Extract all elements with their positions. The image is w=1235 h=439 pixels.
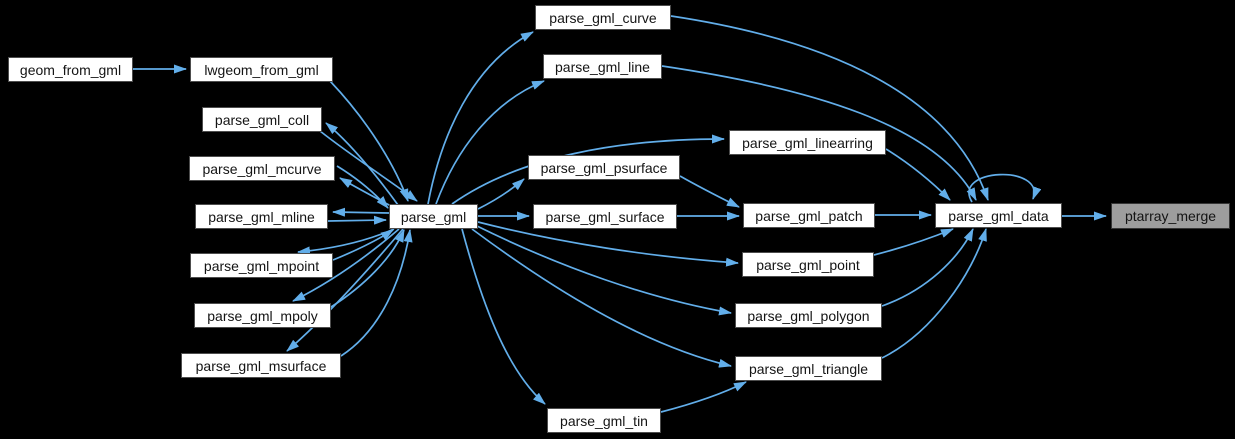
- edge-lwgeom_from_gml--parse_gml: [329, 80, 409, 202]
- edge-parse_gml--parse_gml_polygon: [476, 225, 732, 316]
- edge-parse_gml--parse_gml_mpoly: [292, 228, 400, 302]
- edge-parse_gml--parse_gml_linearring: [451, 134, 725, 205]
- node-label: parse_gml_line: [555, 58, 650, 75]
- node-ptarray_merge[interactable]: ptarray_merge: [1111, 203, 1230, 229]
- node-parse_gml_msurface[interactable]: parse_gml_msurface: [181, 353, 341, 378]
- edge-parse_gml_mcurve--parse_gml: [336, 165, 389, 209]
- edge-parse_gml_data--parse_gml_data: [968, 173, 1042, 203]
- node-label: parse_gml: [400, 208, 467, 225]
- node-label: parse_gml_mpoly: [207, 307, 318, 324]
- node-parse_gml_mpoly[interactable]: parse_gml_mpoly: [194, 303, 331, 328]
- node-parse_gml_surface[interactable]: parse_gml_surface: [533, 204, 677, 229]
- node-label: parse_gml_linearring: [742, 134, 873, 151]
- edge-parse_gml_coll--parse_gml: [319, 130, 418, 202]
- edge-parse_gml--parse_gml_psurface: [477, 178, 525, 210]
- edge-parse_gml--parse_gml_line: [435, 80, 545, 205]
- node-parse_gml_linearring[interactable]: parse_gml_linearring: [729, 130, 886, 155]
- node-parse_gml_psurface[interactable]: parse_gml_psurface: [528, 155, 680, 180]
- node-label: parse_gml_tin: [560, 412, 648, 429]
- edge-parse_gml_mpoint--parse_gml: [332, 229, 394, 261]
- edge-parse_gml--parse_gml_msurface: [286, 228, 404, 352]
- edge-parse_gml--parse_gml_tin: [461, 228, 546, 405]
- node-label: parse_gml_msurface: [195, 357, 327, 374]
- edge-parse_gml--parse_gml_triangle: [471, 228, 732, 368]
- node-label: parse_gml_curve: [549, 9, 657, 26]
- node-label: lwgeom_from_gml: [204, 61, 319, 78]
- edge-parse_gml--parse_gml_curve: [427, 31, 534, 205]
- node-geom_from_gml[interactable]: geom_from_gml: [8, 57, 133, 82]
- node-label: parse_gml_mcurve: [202, 160, 322, 177]
- node-parse_gml_coll[interactable]: parse_gml_coll: [202, 107, 322, 132]
- edge-parse_gml--parse_gml_coll: [325, 122, 399, 206]
- node-parse_gml_tin[interactable]: parse_gml_tin: [547, 408, 661, 433]
- node-label: parse_gml_psurface: [540, 159, 668, 176]
- node-parse_gml_mline[interactable]: parse_gml_mline: [195, 204, 328, 229]
- node-label: parse_gml_point: [756, 256, 860, 273]
- node-label: parse_gml_mpoint: [203, 257, 320, 274]
- node-parse_gml_line[interactable]: parse_gml_line: [543, 54, 662, 79]
- node-parse_gml_triangle[interactable]: parse_gml_triangle: [735, 356, 882, 381]
- node-label: parse_gml_patch: [755, 207, 863, 224]
- node-label: parse_gml_mline: [208, 208, 315, 225]
- node-label: parse_gml_coll: [214, 111, 310, 128]
- node-parse_gml_data[interactable]: parse_gml_data: [935, 203, 1062, 228]
- node-parse_gml_polygon[interactable]: parse_gml_polygon: [735, 303, 882, 328]
- node-label: ptarray_merge: [1124, 208, 1217, 224]
- edge-parse_gml_point--parse_gml_data: [873, 228, 954, 256]
- edge-parse_gml_linearring--parse_gml_data: [885, 148, 951, 201]
- node-lwgeom_from_gml[interactable]: lwgeom_from_gml: [190, 57, 333, 82]
- node-label: parse_gml_polygon: [747, 307, 870, 324]
- node-parse_gml_point[interactable]: parse_gml_point: [742, 252, 874, 277]
- node-label: geom_from_gml: [19, 61, 122, 78]
- edge-parse_gml_mpoly--parse_gml: [330, 229, 405, 308]
- node-parse_gml_curve[interactable]: parse_gml_curve: [535, 5, 671, 30]
- node-label: parse_gml_data: [948, 207, 1049, 224]
- edge-parse_gml--parse_gml_mline: [332, 207, 390, 217]
- edge-parse_gml_line--parse_gml_data: [661, 65, 977, 201]
- node-parse_gml[interactable]: parse_gml: [389, 204, 478, 229]
- edge-parse_gml_triangle--parse_gml_data: [881, 228, 987, 359]
- node-label: parse_gml_surface: [545, 208, 665, 225]
- edge-parse_gml_tin--parse_gml_triangle: [660, 381, 747, 413]
- edge-parse_gml--parse_gml_point: [477, 221, 739, 267]
- edge-parse_gml_curve--parse_gml_data: [670, 15, 989, 201]
- edge-parse_gml_polygon--parse_gml_data: [881, 228, 974, 307]
- edge-parse_gml_msurface--parse_gml: [340, 229, 413, 357]
- edge-parse_gml_psurface--parse_gml_patch: [679, 175, 740, 208]
- node-parse_gml_mcurve[interactable]: parse_gml_mcurve: [189, 156, 335, 181]
- node-parse_gml_patch[interactable]: parse_gml_patch: [743, 203, 875, 228]
- node-parse_gml_mpoint[interactable]: parse_gml_mpoint: [190, 253, 333, 278]
- edge-parse_gml_mline--parse_gml: [327, 215, 387, 225]
- node-label: parse_gml_triangle: [748, 360, 869, 377]
- edge-parse_gml--parse_gml_mpoint: [297, 228, 395, 256]
